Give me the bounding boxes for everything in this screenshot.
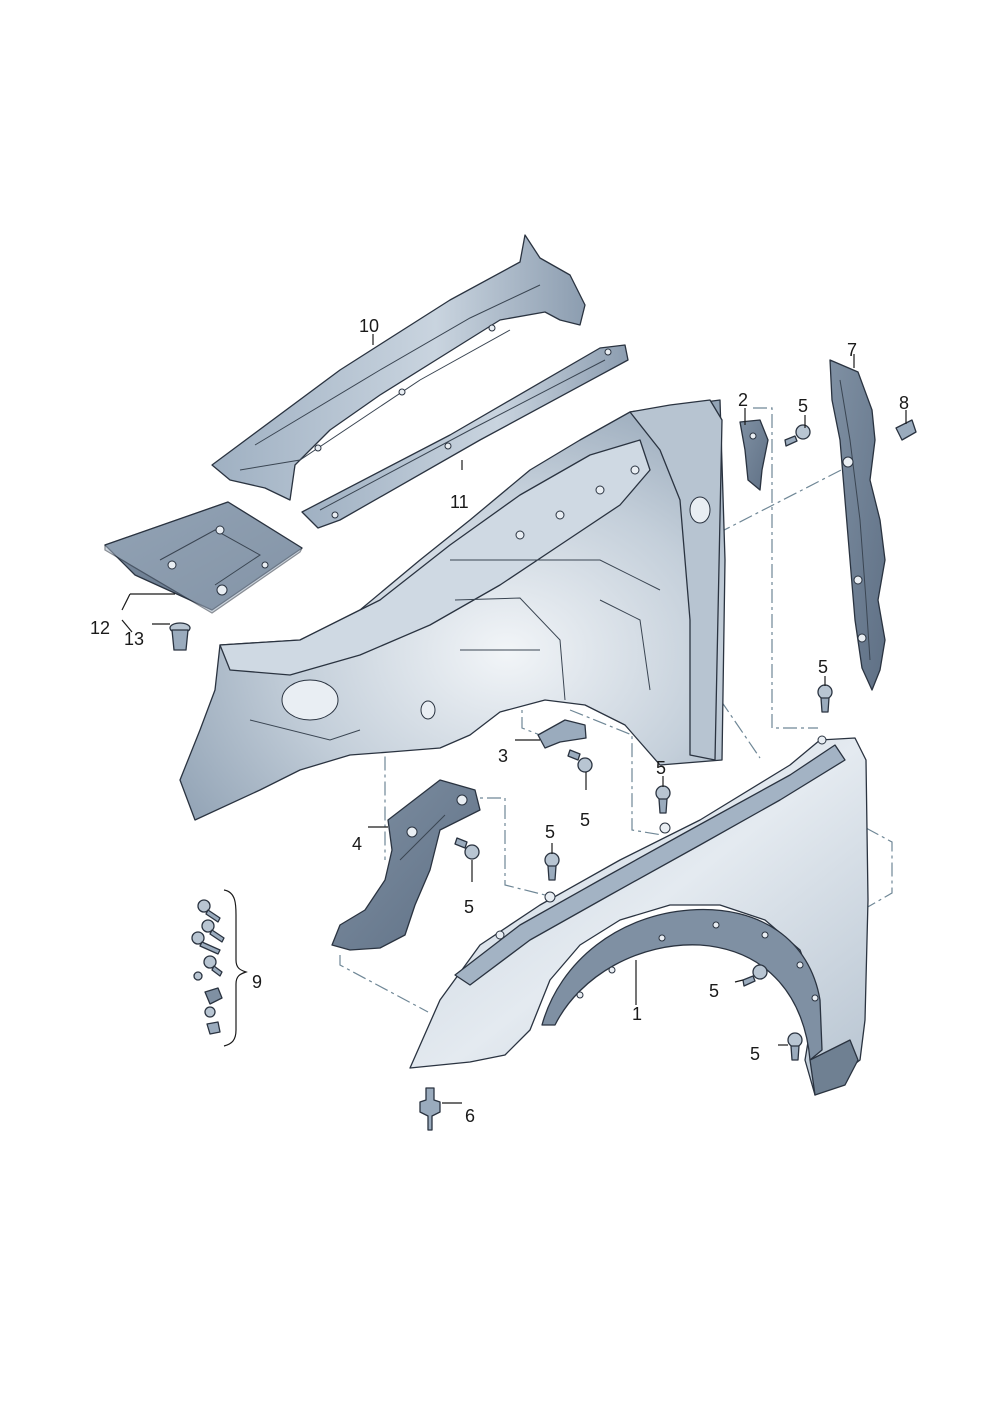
callout-9: 9 (252, 972, 262, 992)
part-3-bracket (537, 719, 587, 749)
callout-7: 7 (847, 340, 857, 360)
callout-12: 12 (90, 618, 110, 638)
callout-5-c: 5 (656, 758, 666, 778)
part-13-clip (169, 622, 191, 651)
callout-5-b: 5 (818, 657, 828, 677)
part-4-bracket (331, 779, 481, 951)
part-6-bolt (419, 1087, 441, 1131)
screw-5f (454, 837, 480, 860)
callout-6: 6 (465, 1106, 475, 1126)
part-8-clip (895, 419, 917, 441)
callout-1: 1 (632, 1004, 642, 1024)
callout-11: 11 (450, 492, 469, 512)
screw-5d (544, 852, 560, 881)
part-1-fender (409, 735, 869, 1096)
screw-5a (784, 424, 811, 447)
callout-5-a: 5 (798, 396, 808, 416)
part-5-screws (454, 424, 833, 1061)
callout-2: 2 (738, 390, 748, 410)
callout-5-h: 5 (750, 1044, 760, 1064)
callout-5-f: 5 (464, 897, 474, 917)
wheel-housing-assembly (179, 399, 726, 821)
leader-lines (121, 334, 907, 1104)
screw-5b (817, 684, 833, 713)
callout-8: 8 (899, 393, 909, 413)
callout-labels: 1 2 3 4 5 5 5 5 5 5 5 5 6 7 8 9 10 11 12… (90, 316, 909, 1126)
screw-5g (742, 964, 768, 987)
part-10-upper-panel (211, 234, 586, 501)
callout-3: 3 (498, 746, 508, 766)
screw-5e (567, 749, 593, 773)
screw-5h (787, 1032, 803, 1061)
callout-5-g: 5 (709, 981, 719, 1001)
part-7-seal (829, 359, 886, 691)
part-2-bracket (739, 419, 769, 491)
part-9-fastener-kit (191, 899, 225, 1035)
part-12-cover-plate (104, 501, 303, 614)
callout-5-e: 5 (545, 822, 555, 842)
screw-5c (655, 785, 671, 814)
callout-5-d: 5 (580, 810, 590, 830)
part-11-strip (301, 344, 629, 529)
callout-10: 10 (359, 316, 379, 336)
callout-4: 4 (352, 834, 362, 854)
callout-13: 13 (124, 629, 144, 649)
